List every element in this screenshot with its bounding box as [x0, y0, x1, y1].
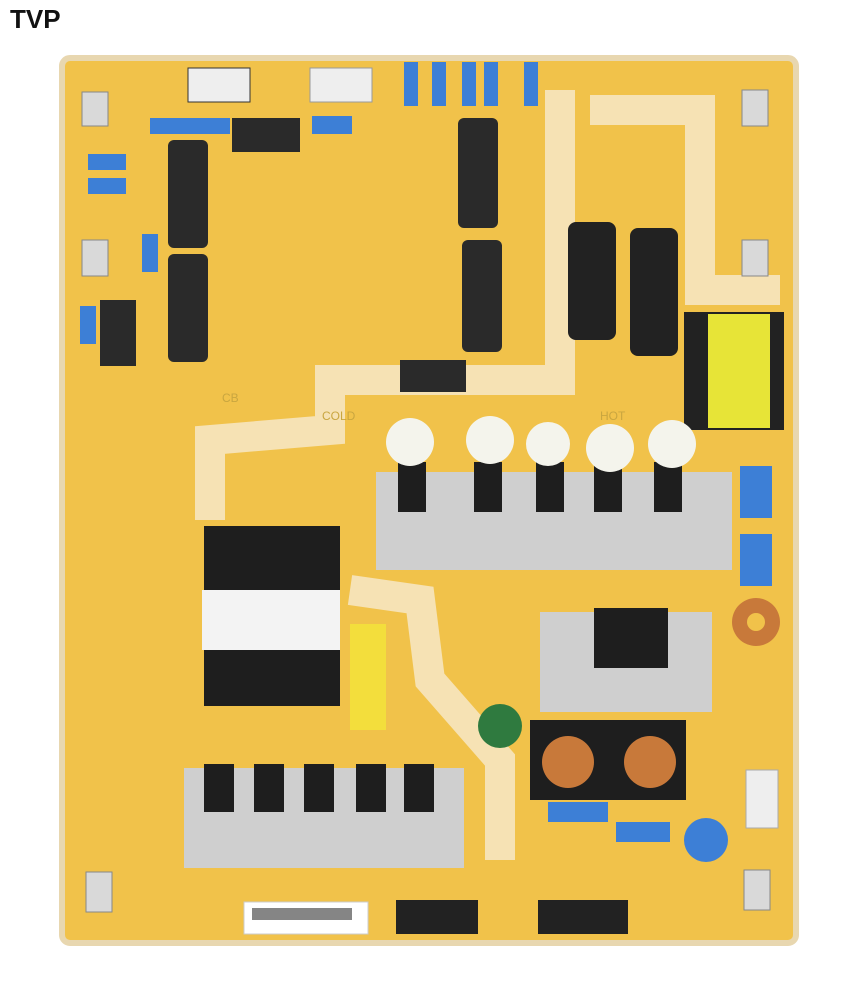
mounting-clips	[81, 89, 771, 913]
thermistors	[386, 416, 696, 472]
silkscreen-hot: HOT	[600, 409, 626, 423]
silkscreen-cb: CB	[222, 391, 239, 405]
capacitor-large	[568, 222, 616, 340]
capacitor-yellow	[350, 624, 386, 730]
capacitor-row	[80, 62, 772, 842]
isolation-gap	[347, 575, 515, 860]
connector	[309, 67, 373, 103]
connector	[187, 67, 251, 103]
transistors	[204, 462, 682, 812]
inductor-group	[100, 118, 502, 392]
connector	[396, 900, 478, 934]
connector	[538, 900, 628, 934]
varistor	[478, 704, 522, 748]
capacitor-large	[630, 228, 678, 356]
capacitor-y	[684, 818, 728, 862]
isolation-gap	[195, 90, 575, 520]
silkscreen-cold: COLD	[322, 409, 356, 423]
isolation-gap	[590, 95, 780, 305]
watermark-logo: TVP	[10, 4, 61, 34]
connector	[745, 769, 779, 829]
